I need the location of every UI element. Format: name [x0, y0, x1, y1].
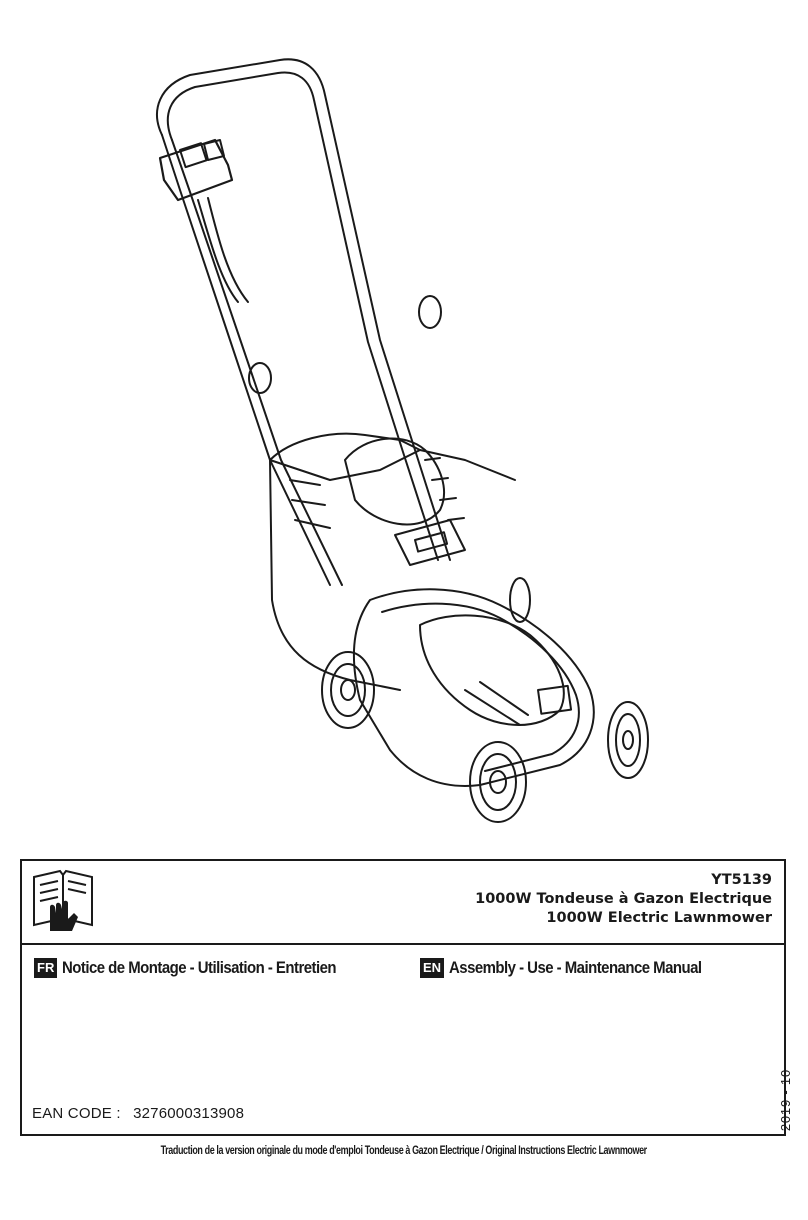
ean-value: 3276000313908: [133, 1105, 245, 1122]
footer-text: Traduction de la version originale du mo…: [160, 1145, 648, 1157]
language-row-fr: FR Notice de Montage - Utilisation - Ent…: [34, 958, 374, 978]
model-number: YT5139: [711, 872, 772, 888]
product-title-fr: 1000W Tondeuse à Gazon Electrique: [475, 891, 772, 907]
read-manual-icon: [33, 869, 93, 931]
ean-code: EAN CODE : 3276000313908: [32, 1105, 244, 1122]
product-title-en: 1000W Electric Lawnmower: [546, 910, 772, 926]
manual-title-fr: Notice de Montage - Utilisation - Entret…: [62, 958, 337, 977]
product-info-box: YT5139 1000W Tondeuse à Gazon Electrique…: [20, 859, 793, 1136]
manual-title-en: Assembly - Use - Maintenance Manual: [449, 958, 702, 977]
ean-label: EAN CODE :: [32, 1105, 121, 1122]
language-badge-en: EN: [420, 958, 445, 978]
language-row-en: EN Assembly - Use - Maintenance Manual: [420, 958, 736, 978]
product-title-block: YT5139 1000W Tondeuse à Gazon Electrique…: [475, 871, 772, 928]
footer-note: Traduction de la version originale du mo…: [0, 1145, 808, 1157]
publication-date: 2019 - 10: [778, 1069, 793, 1132]
box-divider: [22, 943, 784, 945]
lawnmower-illustration: [156, 58, 649, 823]
language-badge-fr: FR: [34, 958, 58, 978]
